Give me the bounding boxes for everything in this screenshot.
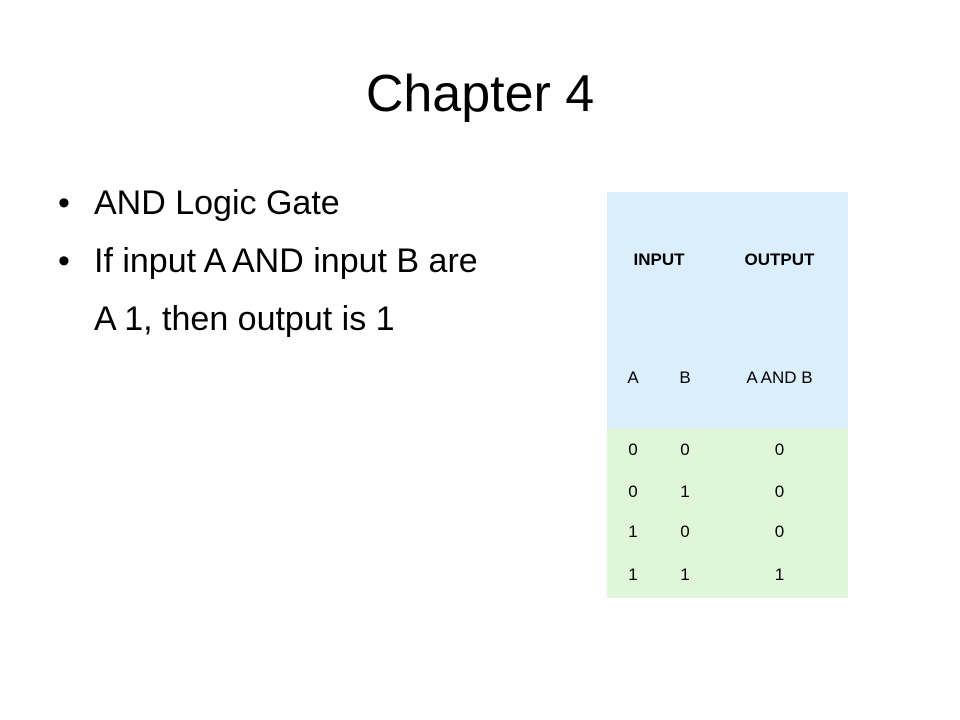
table-row: 0 0 0 [607, 428, 848, 472]
cell-a: 1 [628, 522, 638, 541]
cell-b: 0 [680, 522, 690, 541]
bullet-list: • AND Logic Gate • If input A AND input … [58, 174, 598, 348]
bullet-text: If input A AND input B are [94, 242, 478, 280]
cell-b: 1 [680, 565, 690, 584]
bullet-item: • AND Logic Gate [58, 174, 598, 232]
bullet-item: • If input A AND input B are [58, 232, 598, 290]
output-group-header: OUTPUT [744, 250, 815, 269]
bullet-dot-icon: • [58, 184, 70, 222]
truth-table-column-header-row: A B A AND B [607, 328, 848, 428]
cell-b: 1 [680, 482, 690, 501]
cell-a: 1 [628, 565, 638, 584]
truth-table: INPUT OUTPUT A B A AND B 0 0 0 0 1 0 1 0… [607, 192, 848, 598]
table-row: 1 0 0 [607, 512, 848, 552]
cell-a: 0 [628, 482, 638, 501]
cell-output: 0 [774, 482, 785, 501]
table-row: 0 1 0 [607, 472, 848, 512]
cell-output: 1 [774, 565, 785, 584]
column-header-a: A [627, 368, 639, 387]
bullet-continuation: A 1, then output is 1 [58, 290, 598, 348]
column-header-b: B [679, 368, 691, 387]
column-header-output: A AND B [746, 368, 813, 387]
bullet-dot-icon: • [58, 242, 70, 280]
bullet-continuation-text: A 1, then output is 1 [94, 300, 395, 338]
truth-table-group-header-row: INPUT OUTPUT [607, 192, 848, 328]
table-row: 1 1 1 [607, 552, 848, 598]
cell-b: 0 [680, 440, 690, 459]
input-group-header: INPUT [633, 250, 685, 269]
cell-output: 0 [774, 440, 785, 459]
slide-title: Chapter 4 [365, 65, 595, 123]
cell-output: 0 [774, 522, 785, 541]
bullet-text: AND Logic Gate [94, 184, 340, 222]
cell-a: 0 [628, 440, 638, 459]
